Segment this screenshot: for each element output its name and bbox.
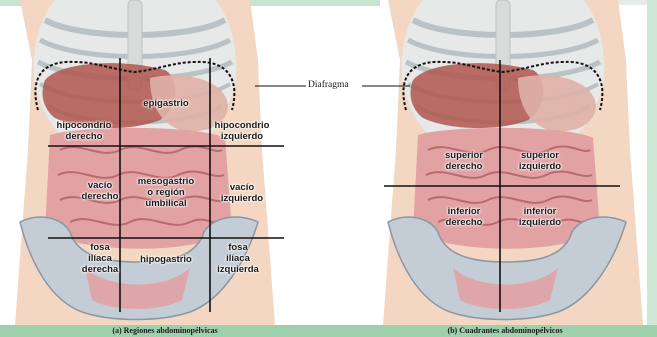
- caption-cuadrantes: (b) Cuadrantes abdominopélvicos: [400, 325, 610, 337]
- region-fosa-iliaca-derecha: fosa ilíaca derecha: [72, 242, 128, 275]
- region-hipocondrio-izquierdo: hipocondrio izquierdo: [210, 120, 274, 142]
- diaphragm-label: Diafragma: [308, 80, 349, 90]
- region-mesogastrio: mesogastrio o región umbilical: [124, 176, 208, 209]
- quadrant-inferior-derecho: inferior derecho: [432, 206, 496, 228]
- quadrant-superior-izquierdo: superior izquierdo: [508, 150, 572, 172]
- quadrant-superior-derecho: superior derecho: [432, 150, 496, 172]
- quadrant-inferior-izquierdo: inferior izquierdo: [508, 206, 572, 228]
- region-fosa-iliaca-izquierda: fosa ilíaca izquierda: [206, 242, 270, 275]
- left-torso: [15, 0, 275, 325]
- region-epigastrio: epigastrio: [124, 98, 208, 109]
- region-hipogastrio: hipogastrio: [124, 254, 208, 265]
- region-hipocondrio-derecho: hipocondrio derecho: [48, 120, 120, 142]
- caption-regiones: (a) Regiones abdominopélvicas: [60, 325, 270, 337]
- region-vacio-izquierdo: vacío izquierdo: [210, 182, 274, 204]
- region-vacio-derecho: vacío derecho: [70, 180, 130, 202]
